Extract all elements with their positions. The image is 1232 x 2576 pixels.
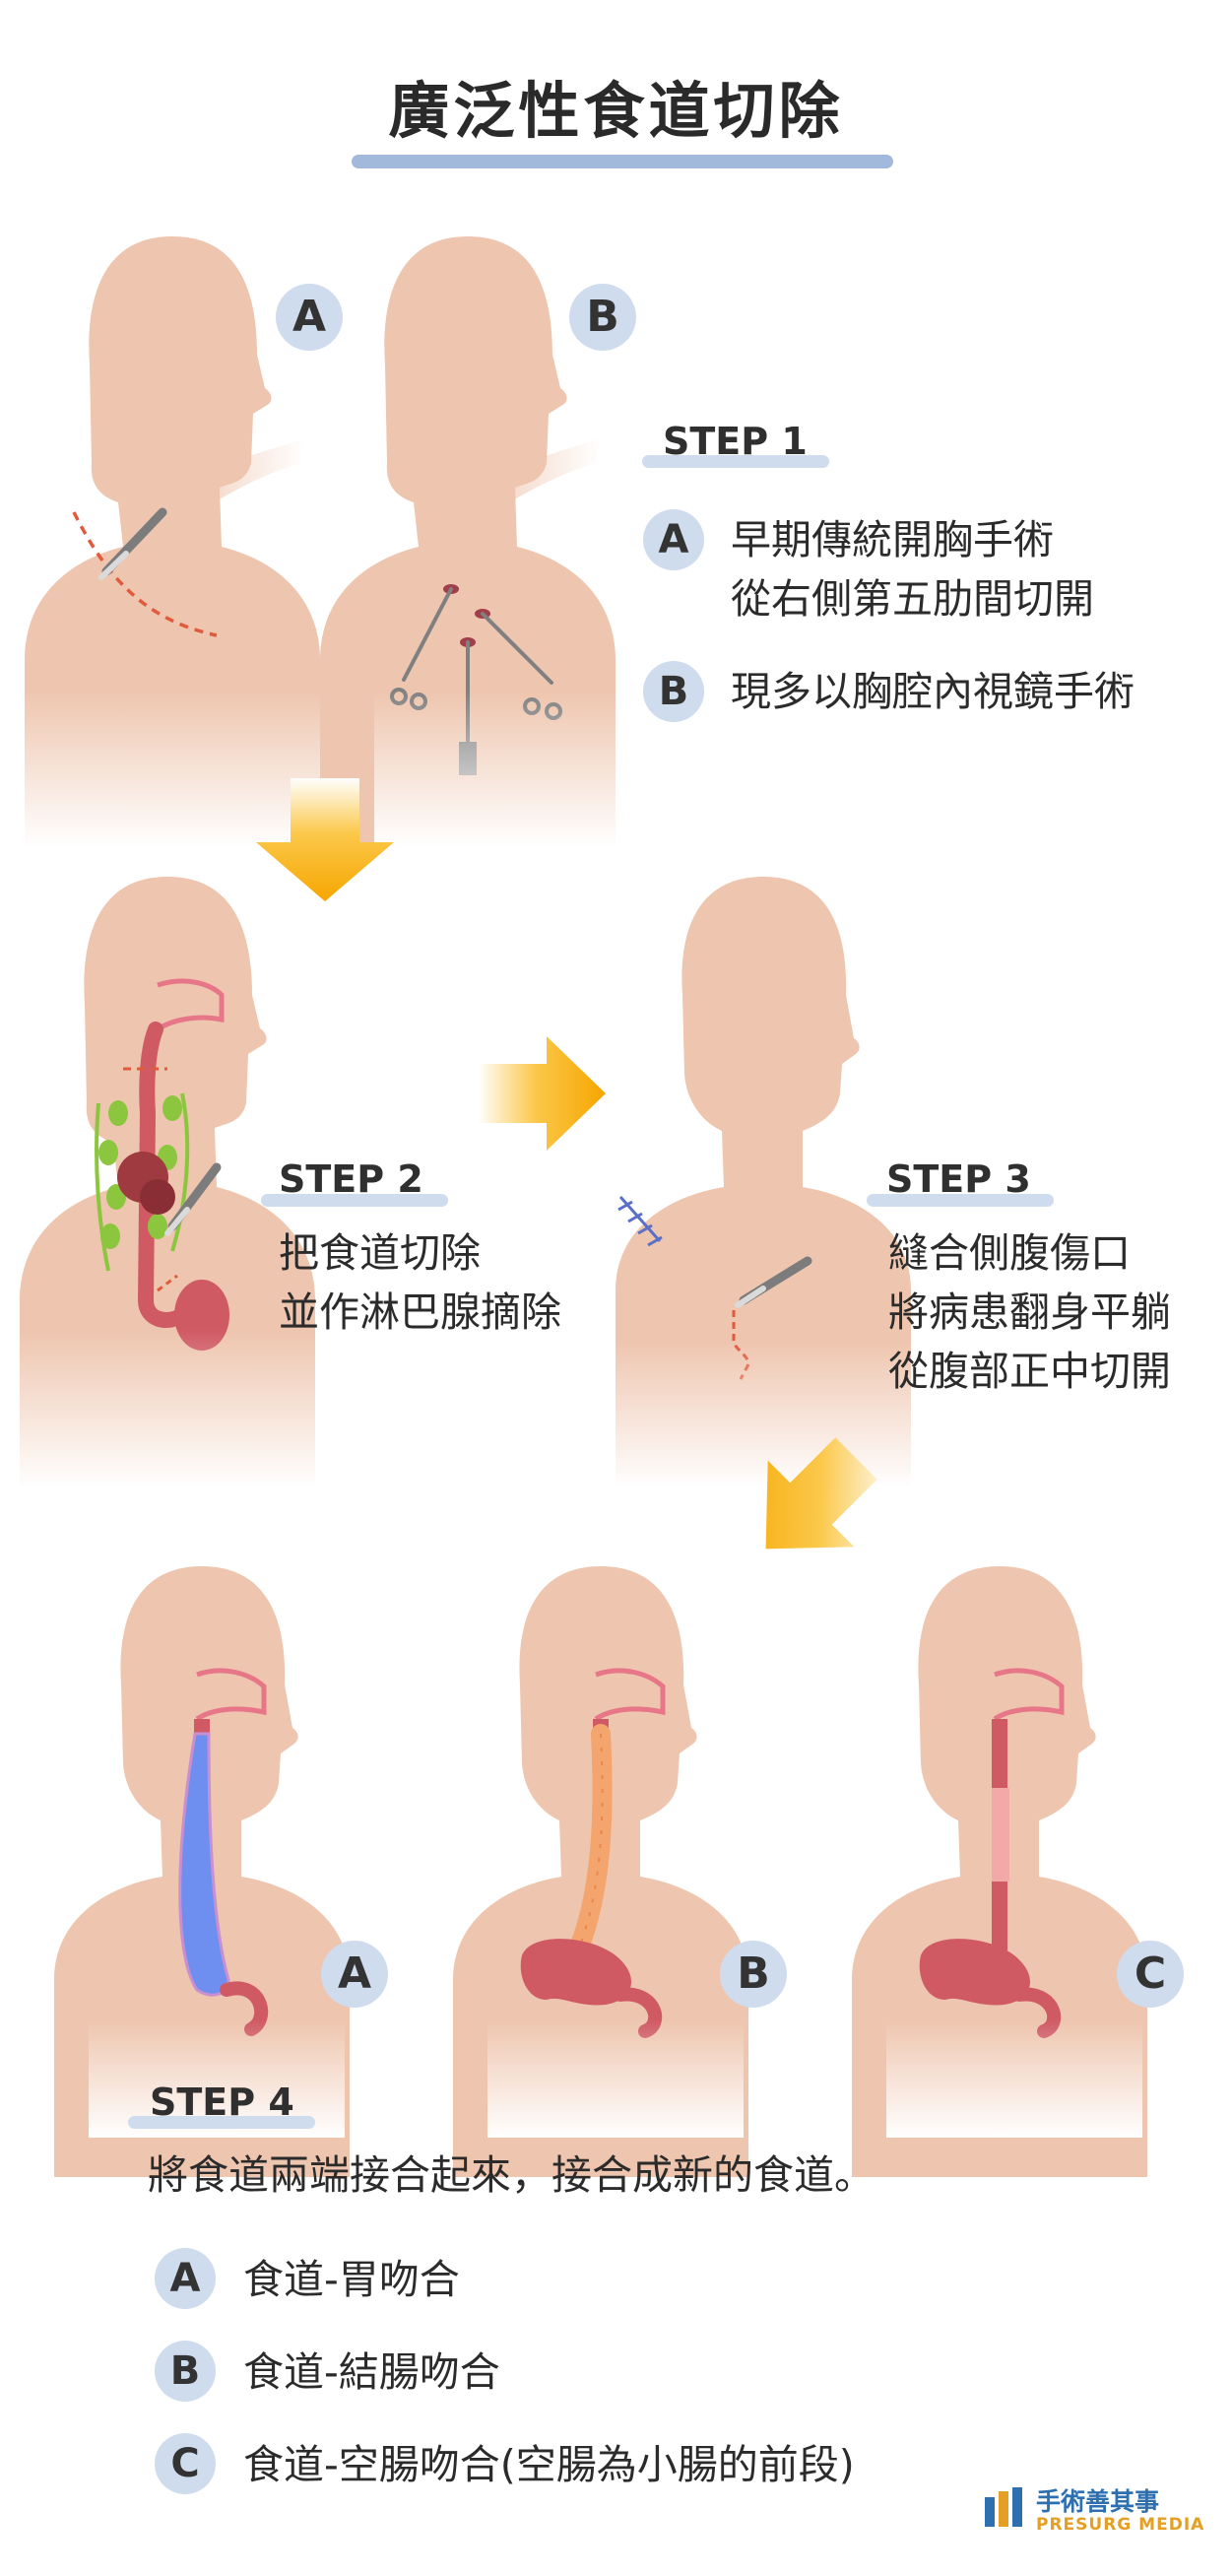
step4-item-b: 食道-結腸吻合 (243, 2348, 500, 2396)
figure-badge-b: B (569, 284, 636, 351)
step3-line3: 從腹部正中切開 (888, 1348, 1171, 1395)
step4-description: 將食道兩端接合起來，接合成新的食道。 (148, 2151, 875, 2199)
incision-line (72, 511, 218, 637)
step4-badge-a: A (155, 2248, 216, 2309)
step2-line2: 並作淋巴腺摘除 (279, 1288, 561, 1336)
logo-name: 手術善其事 (1036, 2487, 1160, 2516)
figure-badge-step4-b: B (720, 1941, 787, 2008)
figure-step4-c (852, 1566, 1147, 2177)
suture-line-icon (617, 1196, 663, 1247)
figure-badge-step4-a: A (321, 1941, 388, 2008)
figure-step3 (591, 877, 926, 1487)
step4-underline (128, 2116, 315, 2129)
title-underline (352, 155, 893, 168)
figure-step2 (0, 877, 335, 1487)
step4-item-c: 食道-空腸吻合(空腸為小腸的前段) (243, 2441, 855, 2488)
raised-arm (453, 438, 601, 527)
arrow-diagonal-icon (765, 1437, 877, 1550)
page-title: 廣泛性食道切除 (388, 75, 844, 147)
figure-badge-a: A (276, 284, 343, 351)
stomach-graft (178, 1732, 230, 1997)
step4-badge-b: B (155, 2341, 216, 2402)
step4-item-a: 食道-胃吻合 (243, 2256, 460, 2303)
step3-line2: 將病患翻身平躺 (888, 1288, 1171, 1336)
figure-step1-b (320, 236, 670, 847)
arrow-down-icon (256, 778, 394, 901)
logo-mark-icon (985, 2487, 1022, 2527)
step1-item-b: 現多以胸腔內視鏡手術 (731, 668, 1135, 715)
lymph-nodes (95, 1092, 190, 1272)
stomach (919, 1939, 1031, 2006)
step2-line1: 把食道切除 (279, 1229, 481, 1277)
scalpel-icon (164, 1162, 222, 1236)
jejunum-graft (992, 1788, 1009, 1882)
step1-underline (642, 455, 829, 468)
step3-label: STEP 3 (886, 1157, 1031, 1201)
step3-line1: 縫合側腹傷口 (888, 1229, 1131, 1277)
step3-underline (867, 1194, 1054, 1207)
step2-label: STEP 2 (279, 1157, 423, 1201)
figure-step4-b (453, 1566, 748, 2177)
step4-label: STEP 4 (150, 2081, 294, 2124)
arrow-right-icon (478, 1036, 606, 1151)
logo-subtitle: PRESURG MEDIA (1036, 2515, 1205, 2535)
esophagus (137, 1022, 190, 1328)
scalpel-icon (735, 1256, 812, 1308)
scalpel-icon (98, 507, 167, 580)
step1-item-a-line1: 早期傳統開胸手術 (731, 516, 1054, 563)
step4-badge-c: C (155, 2433, 216, 2494)
mouth-cavity (156, 978, 225, 1032)
step2-underline (261, 1194, 448, 1207)
step1-item-a-line2: 從右側第五肋間切開 (731, 575, 1094, 623)
cut-line-bottom (157, 1274, 178, 1292)
raised-arm (158, 438, 305, 527)
figure-badge-step4-c: C (1117, 1941, 1184, 2008)
step1-label: STEP 1 (663, 420, 808, 463)
step1-badge-a: A (643, 509, 704, 570)
stomach (520, 1939, 632, 2006)
step1-badge-b: B (643, 661, 704, 722)
